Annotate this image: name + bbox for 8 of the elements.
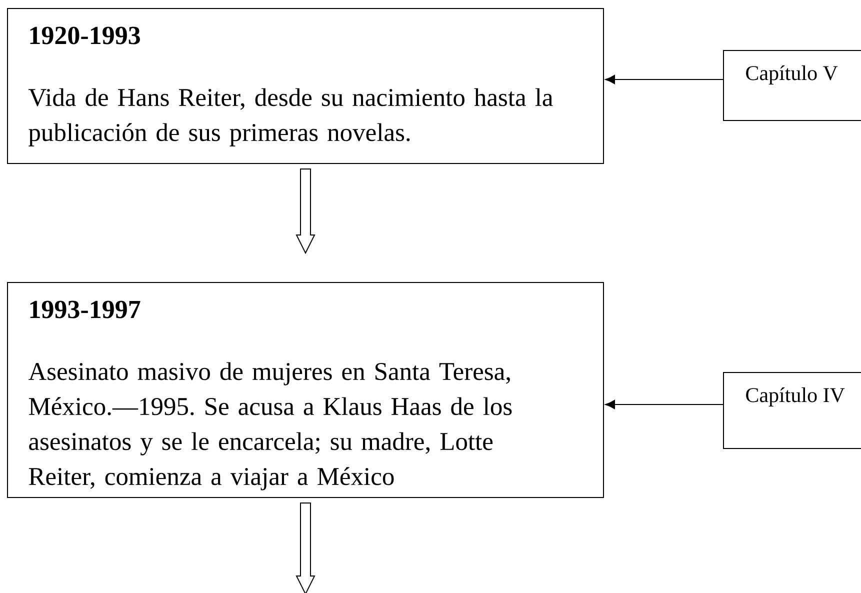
chapter-box: Capítulo V — [723, 50, 861, 121]
block-arrow — [296, 502, 316, 593]
block-arrow — [296, 168, 316, 254]
arrow — [605, 74, 724, 84]
timeline-box: 1993-1997 Asesinato masivo de mujeres en Santa Teresa, México.—1995. Se acusa a Klaus Haas de los asesinatos y se le encarcela; su madre, Lotte Reiter, comienza a viajar a México — [7, 282, 604, 498]
chapter-box: Capítulo IV — [723, 372, 861, 449]
timeline-box: 1920-1993 Vida de Hans Reiter, desde su nacimiento hasta la publicación de sus primeras novelas. — [7, 8, 604, 164]
arrow — [605, 400, 724, 410]
